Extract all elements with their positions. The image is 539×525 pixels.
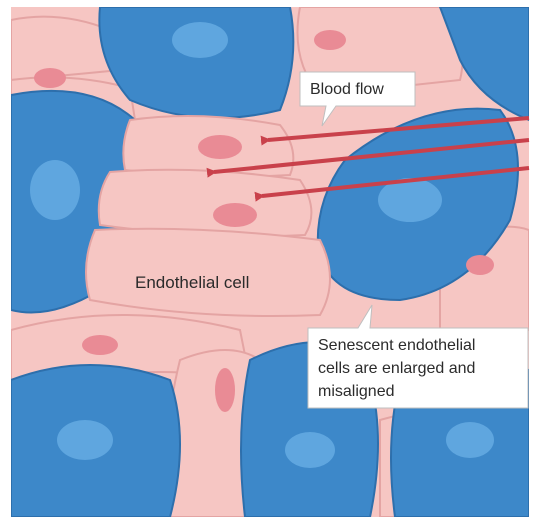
senescent-line-2: cells are enlarged and (318, 360, 475, 377)
pink-nucleus-stack-2 (213, 203, 257, 227)
pink-cell-stack-2 (99, 170, 312, 236)
endothelial-cell-label: Endothelial cell (135, 273, 249, 292)
blue-nucleus-bottom-right (446, 422, 494, 458)
blue-nucleus-top (172, 22, 228, 58)
pink-nucleus-stack-1 (198, 135, 242, 159)
pink-nucleus-b (466, 255, 494, 275)
pink-nucleus-e (314, 30, 346, 50)
pink-nucleus-d (215, 368, 235, 412)
blue-nucleus-bottom-left (57, 420, 113, 460)
blood-flow-label: Blood flow (310, 81, 384, 98)
senescent-line-1: Senescent endothelial (318, 337, 475, 354)
blue-nucleus-bottom-center (285, 432, 335, 468)
senescent-line-3: misaligned (318, 383, 394, 400)
pink-nucleus-a (34, 68, 66, 88)
pink-nucleus-c (82, 335, 118, 355)
tissue-background (11, 7, 529, 517)
blue-nucleus-left (30, 160, 80, 220)
